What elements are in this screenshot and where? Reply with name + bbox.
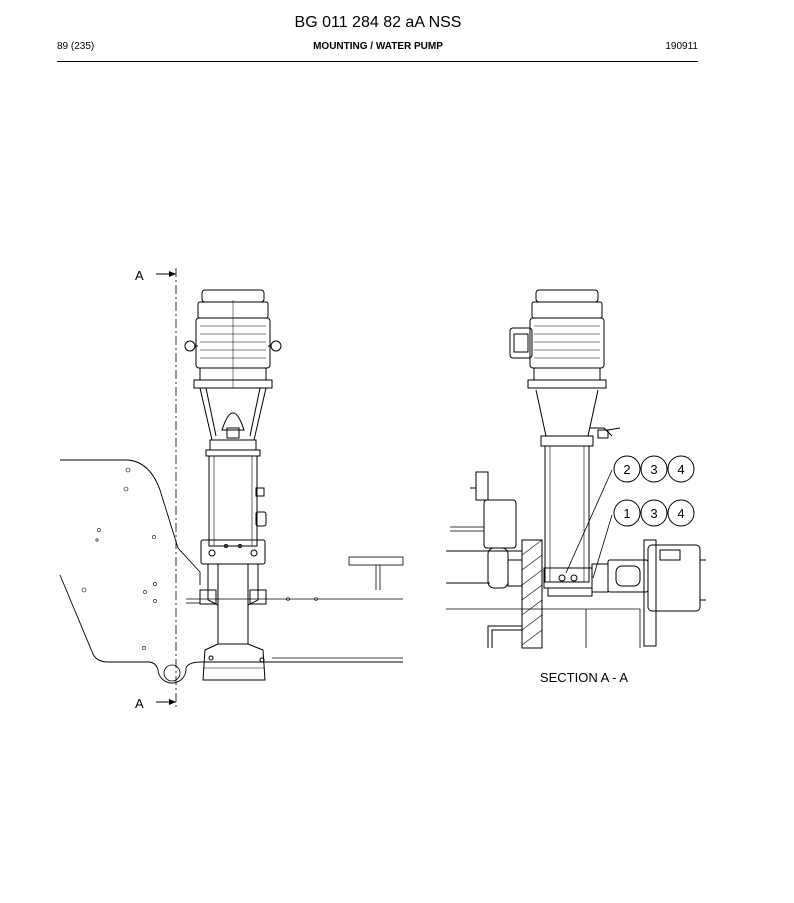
callout-circle — [667, 455, 695, 483]
callout-circle — [640, 499, 668, 527]
section-mark-top: A — [135, 268, 144, 283]
callout-label: 4 — [677, 506, 684, 521]
date-code: 190911 — [665, 41, 698, 52]
callout-label: 2 — [623, 462, 630, 477]
callout-label: 3 — [650, 462, 657, 477]
callout-circle — [640, 455, 668, 483]
callout-circle — [667, 499, 695, 527]
header-rule — [57, 61, 698, 62]
section-mark-bottom: A — [135, 696, 144, 711]
callout-circle — [613, 455, 641, 483]
callout-circle — [613, 499, 641, 527]
callout-label: 3 — [650, 506, 657, 521]
page-number: 89 (235) — [57, 41, 95, 52]
section-caption: SECTION A - A — [540, 670, 628, 685]
callout-label: 4 — [677, 462, 684, 477]
front-view: A A — [59, 268, 404, 711]
section-title: MOUNTING / WATER PUMP — [313, 41, 443, 52]
document-id: BG 011 284 82 aA NSS — [294, 14, 462, 31]
section-view: 2 3 4 1 3 4 SECTION A - A — [446, 289, 706, 685]
callout-label: 1 — [623, 506, 630, 521]
